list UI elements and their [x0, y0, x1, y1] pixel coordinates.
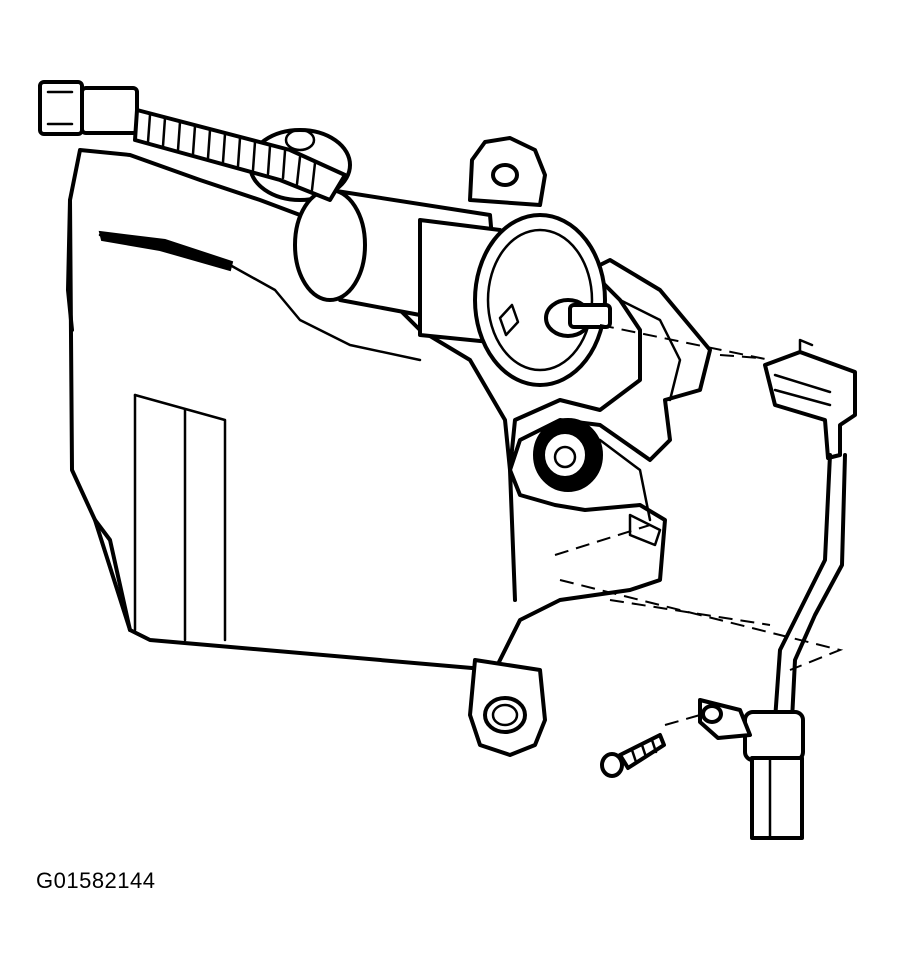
mounting-nut: [533, 418, 603, 492]
wiring-conduit: [133, 108, 347, 202]
cable-clamp: [743, 710, 805, 840]
control-cable: [773, 453, 847, 722]
electrical-connector: [38, 80, 139, 136]
mounting-bolt: [600, 733, 666, 778]
actuator-motor: [293, 188, 612, 387]
clip-nut: [698, 698, 752, 740]
lower-mounting-tab: [468, 658, 547, 757]
figure-id-label: G01582144: [36, 868, 156, 893]
alignment-guides: [554, 324, 844, 726]
cable-end-connector: [763, 338, 857, 460]
top-mounting-ear: [468, 136, 547, 207]
